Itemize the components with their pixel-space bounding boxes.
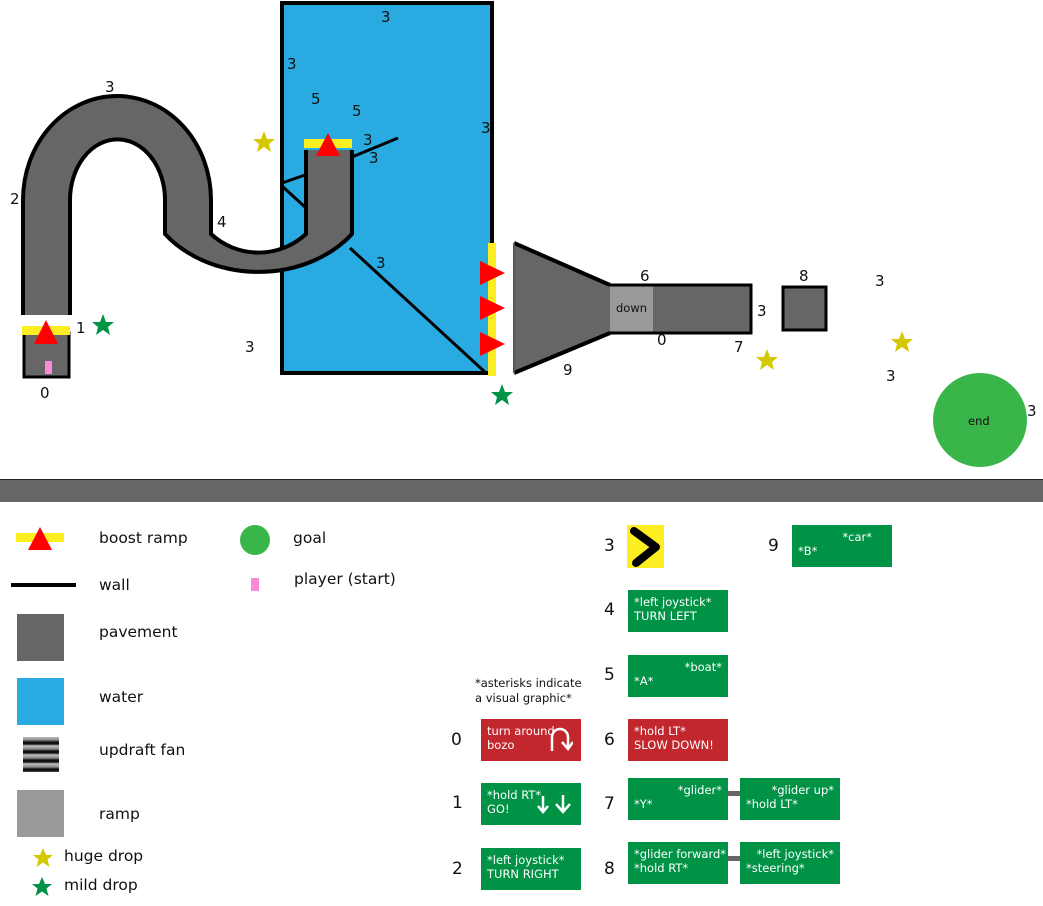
sign-card: *boat* *A*	[628, 655, 728, 697]
ramp-label: down	[616, 301, 648, 315]
boost-arrow-icon	[480, 261, 505, 285]
sign-card: *hold RT* GO!	[481, 783, 581, 825]
map-label: 0	[657, 331, 667, 349]
player-start-marker	[45, 361, 52, 374]
goal-circle-icon	[240, 525, 270, 555]
small-pavement-block	[781, 285, 828, 332]
green-star-icon	[32, 877, 52, 896]
water-swatch	[17, 678, 64, 725]
ramp-swatch	[17, 790, 64, 837]
sign-number: 1	[452, 793, 463, 813]
u-turn-arrow-icon	[550, 727, 573, 752]
map-label: 3	[245, 338, 255, 356]
wall-icon	[11, 583, 76, 587]
level-map: 0 1 2 3 4 3 3 3 5 5 3 3 3 3 6 9 0 7 3 8 …	[10, 1, 1037, 467]
map-label: 3	[1027, 402, 1037, 420]
boost-arrow-icon	[480, 296, 505, 320]
sign-number: 7	[604, 794, 615, 814]
map-label: 3	[875, 272, 885, 290]
map-label: 0	[40, 384, 50, 402]
sign-connector	[728, 791, 740, 796]
map-label: 3	[363, 131, 373, 149]
sign-number: 8	[604, 859, 615, 879]
sign-connector	[728, 856, 740, 861]
yellow-star-icon	[33, 848, 53, 867]
player-icon	[251, 578, 259, 591]
asterisk-note: *asterisks indicate a visual graphic*	[475, 676, 582, 705]
down-arrows-icon	[537, 795, 571, 814]
mild-drop-star-icon	[92, 314, 114, 335]
boost-ramp-icon	[16, 527, 64, 550]
wall	[513, 241, 611, 287]
sign-card: *left joystick* TURN LEFT	[628, 590, 728, 632]
sign-card: *left joystick* *steering*	[740, 842, 840, 884]
map-label: 8	[799, 267, 809, 285]
boost-arrow-icon	[316, 133, 340, 156]
map-label: 9	[563, 361, 573, 379]
huge-drop-star-icon	[891, 331, 913, 352]
sign-card: *car* *B*	[792, 525, 892, 567]
map-label: 3	[757, 302, 767, 320]
huge-drop-star-icon	[253, 131, 275, 152]
sign-number: 9	[768, 536, 779, 556]
down-ramp	[610, 286, 653, 332]
wall	[348, 246, 488, 375]
s-curve-wall-inner	[68, 137, 354, 315]
s-curve-road	[23, 96, 352, 315]
sign-card: *left joystick* TURN RIGHT	[481, 848, 581, 890]
map-label: 4	[217, 213, 227, 231]
sign-number: 4	[604, 600, 615, 620]
sign-number: 5	[604, 665, 615, 685]
legend-label: pavement	[99, 623, 178, 641]
sign-card: *hold LT* SLOW DOWN!	[628, 719, 728, 761]
map-label: 1	[76, 319, 86, 337]
section-divider	[0, 479, 1043, 502]
wall	[513, 331, 611, 375]
map-label: 6	[640, 267, 650, 285]
map-label: 3	[886, 367, 896, 385]
legend-label: mild drop	[64, 876, 138, 894]
legend-label: wall	[99, 576, 130, 594]
map-label: 5	[311, 90, 321, 108]
boost-arrow-icon	[34, 320, 58, 344]
updraft-fan-icon	[23, 737, 59, 772]
legend-label: huge drop	[64, 847, 144, 865]
goal-label: end	[968, 414, 990, 428]
sign-number: 0	[451, 730, 462, 750]
mild-drop-star-icon	[491, 384, 513, 405]
map-label: 3	[376, 254, 386, 272]
boost-arrow-icon	[480, 332, 505, 356]
legend-label: water	[99, 688, 144, 706]
sign-number: 6	[604, 730, 615, 750]
wall	[281, 173, 306, 185]
chevron-right-sign-icon	[627, 525, 664, 568]
map-label: 3	[287, 55, 297, 73]
map-label: 3	[481, 119, 491, 137]
legend-label: player (start)	[294, 570, 396, 588]
sign-number: 2	[452, 859, 463, 879]
wall	[610, 283, 753, 335]
sign-number: 3	[604, 536, 615, 556]
map-label: 3	[369, 149, 379, 167]
map-label: 2	[10, 190, 20, 208]
sign-card: *glider* *Y*	[628, 778, 728, 820]
legend-label: updraft fan	[99, 741, 186, 759]
pavement-swatch	[17, 614, 64, 661]
map-label: 3	[105, 78, 115, 96]
wall	[351, 136, 399, 159]
s-curve-wall-outer	[21, 94, 308, 315]
map-label: 7	[734, 338, 744, 356]
map-label: 3	[381, 8, 391, 26]
wall	[280, 184, 307, 209]
sign-card: turn around bozo	[481, 719, 581, 761]
map-canvas	[21, 1, 1027, 467]
map-label: 5	[352, 102, 362, 120]
sign-card: *glider forward* *hold RT*	[628, 842, 728, 884]
legend-label: ramp	[99, 805, 140, 823]
legend-label: goal	[293, 529, 327, 547]
legend-label: boost ramp	[99, 529, 188, 547]
huge-drop-star-icon	[756, 349, 778, 370]
sign-card: *glider up* *hold LT*	[740, 778, 840, 820]
goal-circle	[933, 373, 1027, 467]
